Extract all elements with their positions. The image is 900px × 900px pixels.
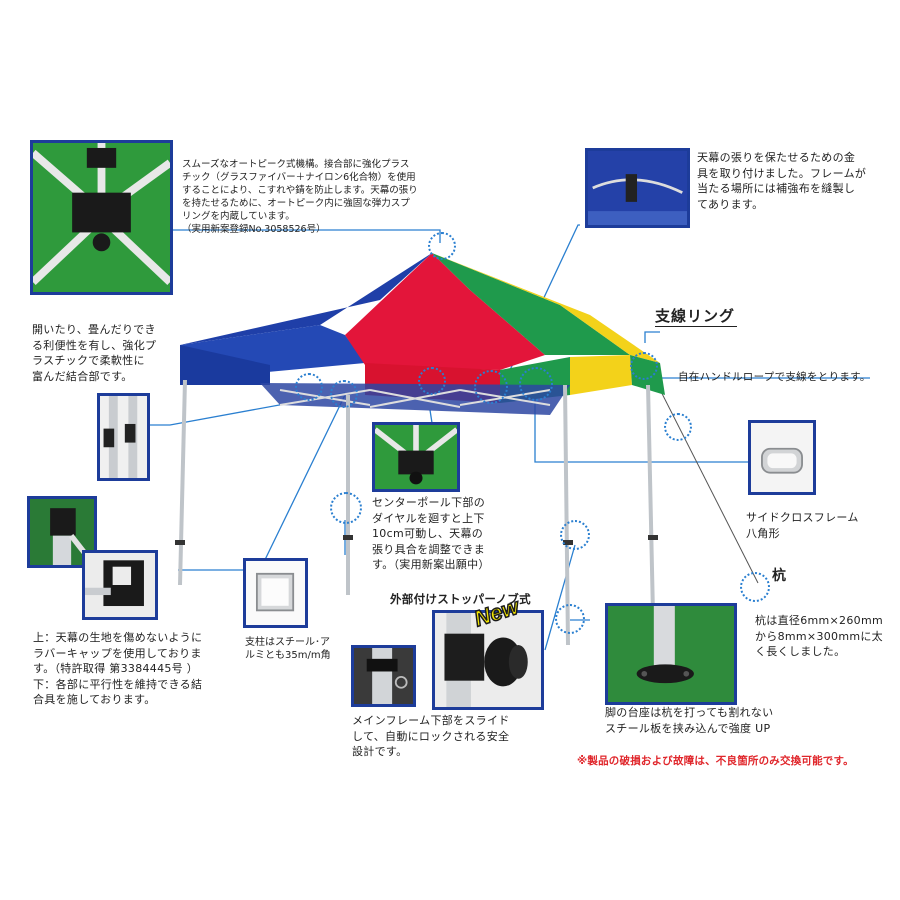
- column-description: 支柱はスチール･ア ルミとも35m/m角: [245, 637, 331, 661]
- guy-ring-description: 自在ハンドルロープで支線をとります。: [678, 371, 871, 383]
- detail-marker-center-pole: [330, 492, 362, 524]
- rubber-cap-description: 上：天幕の生地を傷めないように ラバーキャップを使用しておりま す。（特許取得 …: [33, 631, 203, 706]
- center-pole-photo: [372, 422, 460, 492]
- joint-photo: [97, 393, 150, 481]
- detail-marker-side-frame: [519, 367, 553, 401]
- autopeak-photo: [30, 140, 173, 295]
- main-frame-description: メインフレーム下部をスライド して、自動にロックされる安全 設計です。: [352, 714, 510, 758]
- detail-marker-joint-left: [295, 373, 323, 401]
- canopy-yellow-edge: [432, 253, 660, 363]
- peg-title: 杭: [772, 568, 787, 584]
- detail-marker-center: [418, 367, 446, 395]
- peg-description: 杭は直径6mm×260mm から8mm×300mmに太 く長くしました。: [755, 614, 883, 658]
- detail-marker-rope: [664, 413, 692, 441]
- warning-note: ※製品の破損および故障は、不良箇所のみ交換可能です。: [577, 755, 854, 767]
- canopy-tension-photo: [585, 148, 690, 228]
- joint-connector-photo: [82, 550, 158, 620]
- detail-marker-canopy: [474, 370, 508, 404]
- joint-description: 開いたり、畳んだりでき る利便性を有し、強化プ ラスチックで柔軟性に 富んだ結合…: [32, 323, 157, 383]
- center-pole-description: センターポール下部の ダイヤルを廻すと上下 10cm可動し、天幕の 張り具合を調…: [372, 496, 490, 571]
- base-plate-description: 脚の台座は杭を打っても割れない スチール板を挟み込んで強度 UP: [605, 706, 774, 735]
- stopper-title: 外部付けストッパーノブ式: [390, 592, 531, 606]
- detail-marker-guy-ring: [630, 352, 658, 380]
- base-plate-photo: [605, 603, 737, 705]
- side-frame-photo: [748, 420, 816, 495]
- canopy-blue-panel: [180, 253, 432, 345]
- side-frame-label: サイドクロスフレーム 八角形: [746, 511, 859, 540]
- canopy-red-panel: [345, 253, 545, 370]
- stopper-knob-photo: [432, 610, 544, 710]
- canopy-tension-description: 天幕の張りを保たせるための金 具を取り付けました。フレームが 当たる場所には補強…: [697, 151, 867, 211]
- guy-ring-underline: [655, 326, 737, 327]
- detail-marker-base: [555, 604, 585, 634]
- detail-marker-autopeak: [428, 232, 456, 260]
- guy-ring-title: 支線リング: [655, 307, 736, 325]
- autopeak-description: スムーズなオートピーク式機構。接合部に強化プラス チック（グラスファイバー＋ナイ…: [182, 159, 418, 235]
- detail-marker-peg: [740, 572, 770, 602]
- canopy-green-panel: [432, 253, 630, 355]
- column-photo: [243, 558, 308, 628]
- detail-marker-stopper: [560, 520, 590, 550]
- stopper-pin-photo: [351, 645, 416, 707]
- detail-marker-joint: [330, 380, 358, 408]
